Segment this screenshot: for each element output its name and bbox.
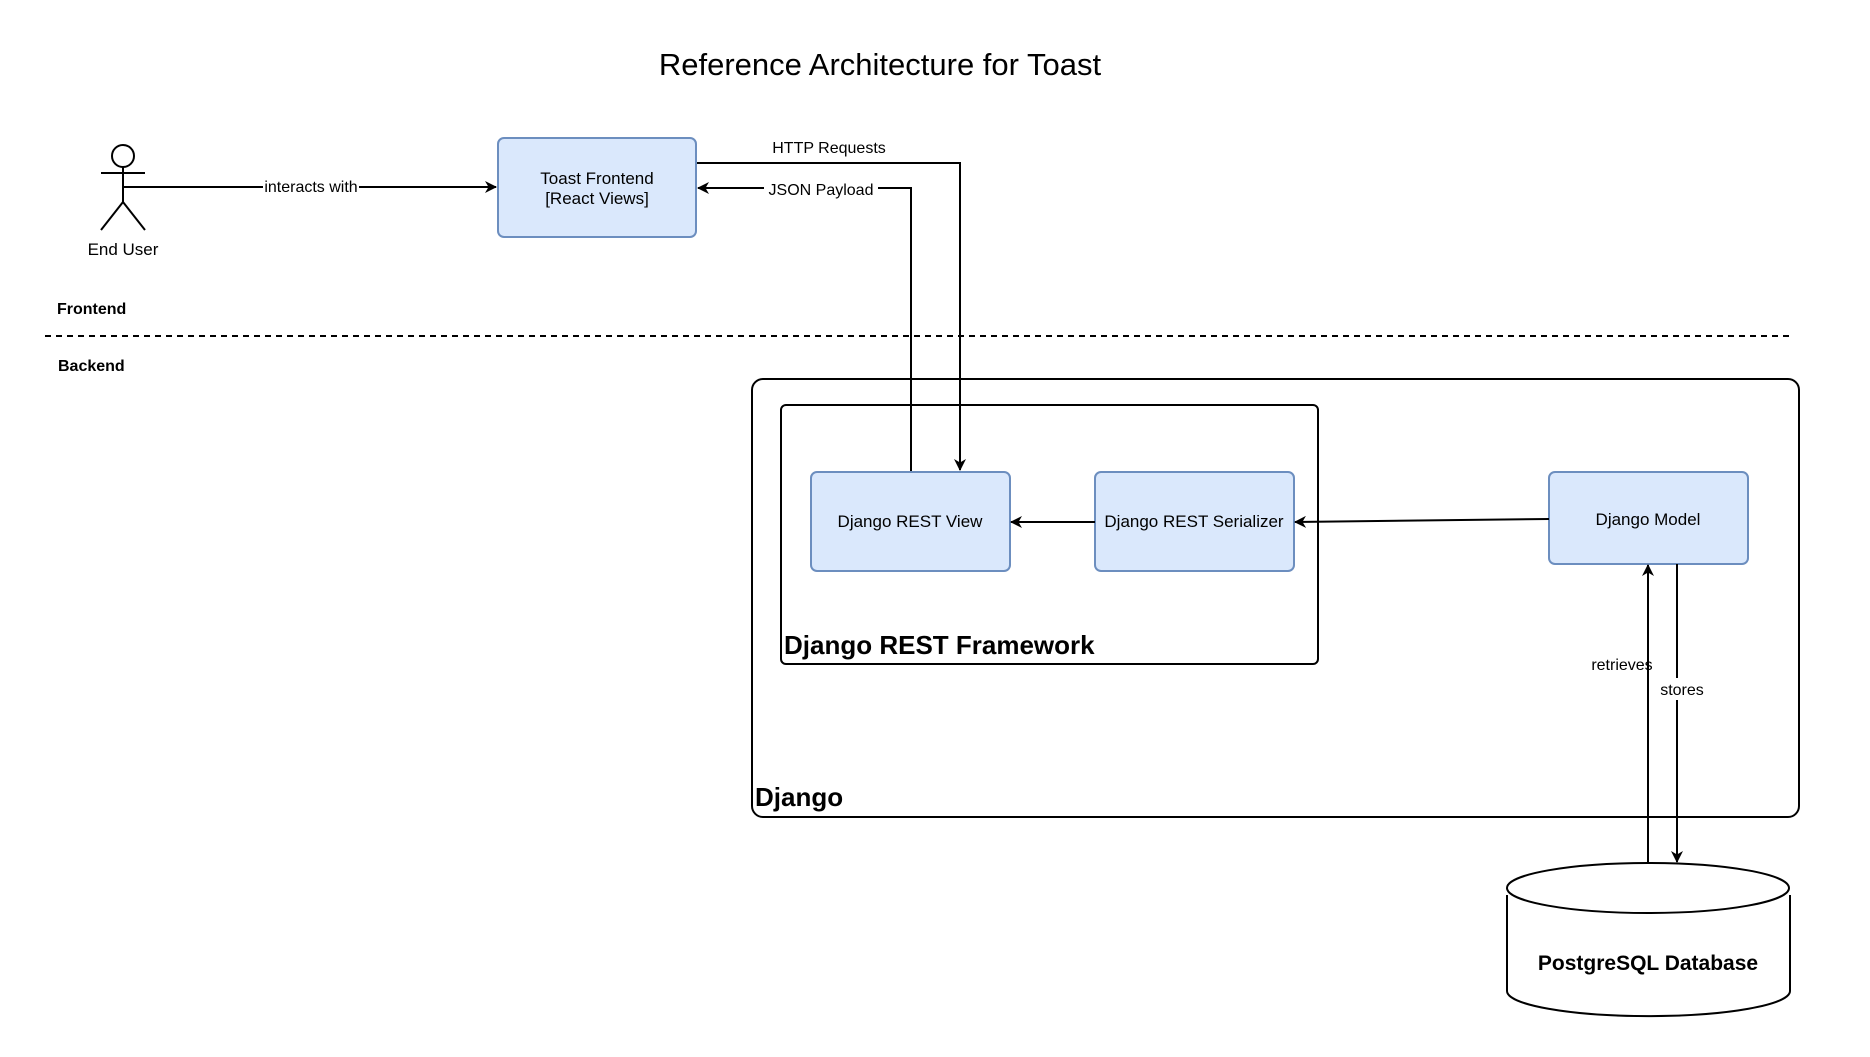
actor-left-leg <box>100 201 124 231</box>
diagram-title: Reference Architecture for Toast <box>659 47 1102 82</box>
database-body <box>1506 895 1791 1018</box>
drf-container <box>780 404 1319 665</box>
model-to-serializer-edge <box>1294 515 1550 528</box>
retrieves-label: retrieves <box>1591 657 1652 674</box>
interacts-with-label: interacts with <box>264 179 357 196</box>
django-rest-serializer-label: Django REST Serializer <box>1104 512 1284 531</box>
django-model-label: Django Model <box>1596 510 1701 529</box>
end-user-actor <box>100 144 146 231</box>
stores-label: stores <box>1660 682 1704 699</box>
actor-right-leg <box>122 201 146 231</box>
http-requests-edge <box>697 162 966 471</box>
django-rest-view-label: Django REST View <box>838 512 984 531</box>
json-payload-label-bg <box>764 177 878 199</box>
backend-zone-label: Backend <box>58 358 125 375</box>
toast-frontend-node[interactable] <box>497 137 697 238</box>
database-top <box>1506 862 1790 914</box>
toast-frontend-subtitle: [React Views] <box>545 189 649 208</box>
interacts-with-label-bg <box>263 176 359 198</box>
retrieves-label-bg <box>1584 653 1646 675</box>
toast-frontend-title: Toast Frontend <box>540 169 653 188</box>
django-container-label: Django <box>755 782 843 812</box>
json-payload-label: JSON Payload <box>769 182 874 199</box>
http-requests-label: HTTP Requests <box>772 140 886 157</box>
actor-head <box>111 144 135 168</box>
json-payload-edge <box>697 182 912 471</box>
postgresql-database-node[interactable] <box>1506 862 1791 1018</box>
postgresql-database-label: PostgreSQL Database <box>1538 952 1758 975</box>
django-container <box>751 378 1800 818</box>
end-user-label: End User <box>88 240 159 259</box>
drf-container-label: Django REST Framework <box>784 630 1095 660</box>
frontend-zone-label: Frontend <box>57 301 126 318</box>
stores-label-bg <box>1656 678 1708 700</box>
